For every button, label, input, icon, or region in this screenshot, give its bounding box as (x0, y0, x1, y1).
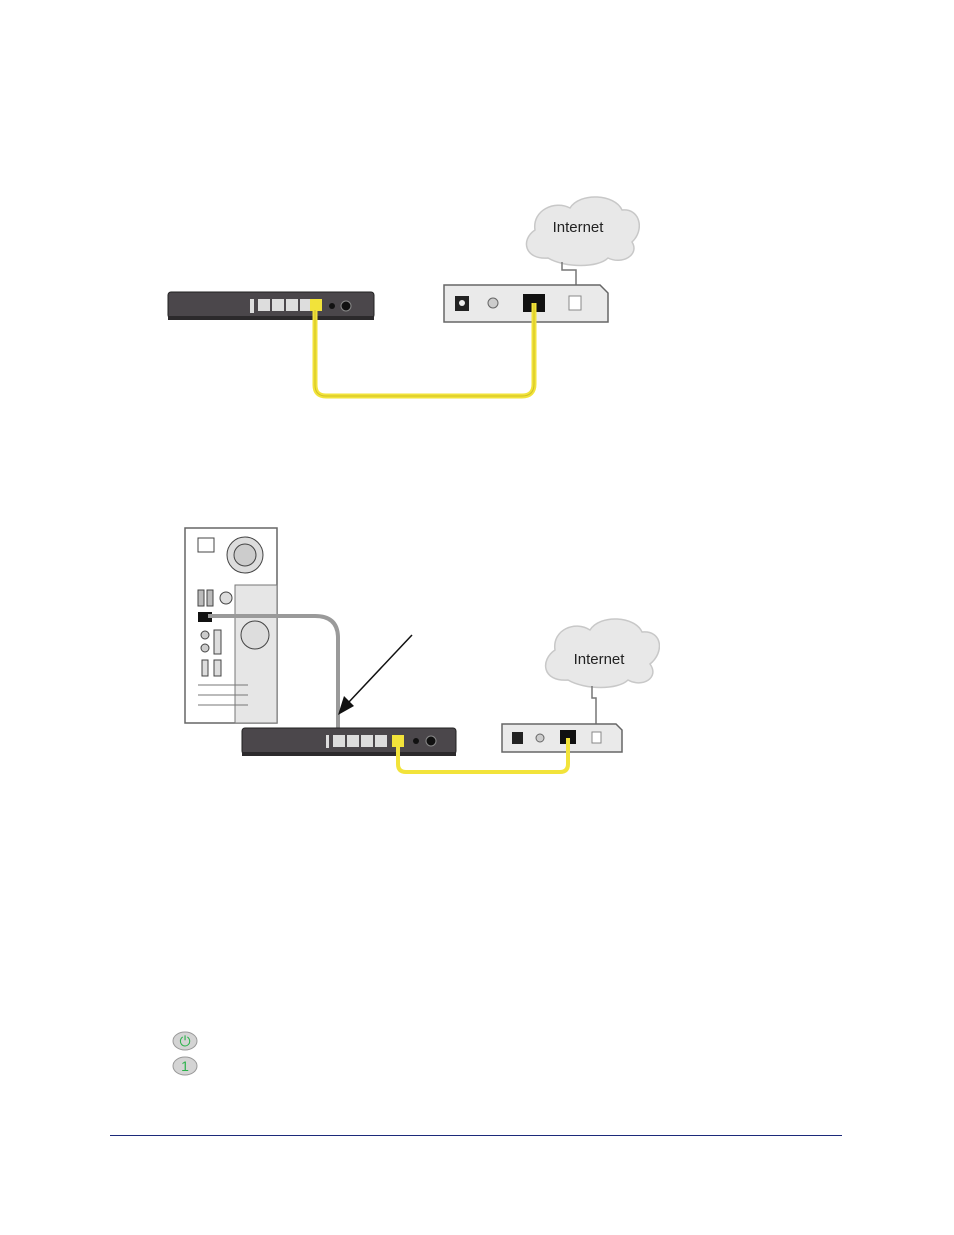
computer-router-modem-diagram: Internet (180, 520, 660, 785)
computer (185, 528, 277, 723)
modem (502, 724, 622, 752)
router-modem-diagram: Internet (160, 190, 640, 410)
cloud-label: Internet (553, 219, 605, 236)
footer-rule (110, 1135, 842, 1136)
power-led-icon: ⏻ (172, 1031, 198, 1051)
internet-cloud: Internet (546, 619, 660, 688)
router (168, 292, 374, 320)
router (242, 728, 456, 756)
port-1-led-icon: 1 (172, 1056, 198, 1076)
internet-cloud: Internet (526, 197, 639, 266)
cloud-label: Internet (574, 651, 626, 668)
port-1-led-glyph: 1 (181, 1058, 189, 1074)
callout-arrow (338, 635, 412, 715)
modem (444, 285, 608, 322)
power-led-glyph: ⏻ (179, 1034, 190, 1050)
